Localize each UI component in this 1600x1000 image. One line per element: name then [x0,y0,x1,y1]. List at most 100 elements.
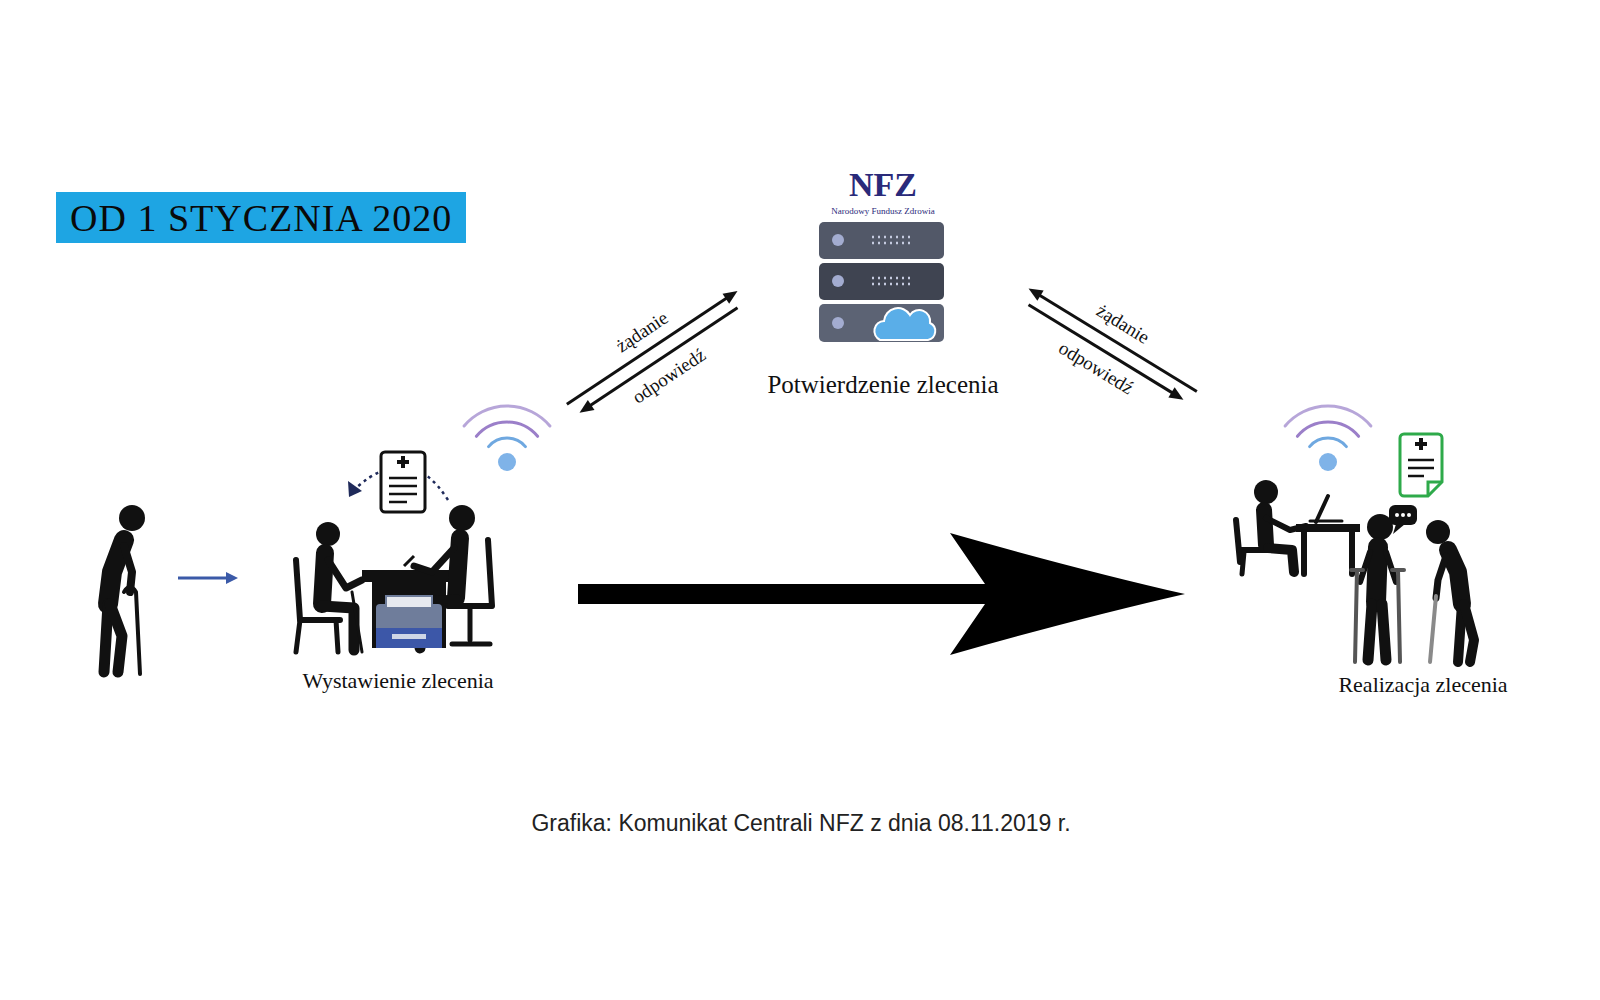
clerk-figure [1268,548,1294,572]
printer [386,596,432,608]
wifi-signal [498,453,516,471]
wifi-signal [1319,453,1337,471]
logo-text: Narodowy Fundusz Zdrowia [831,207,934,217]
patient-figure [328,560,362,588]
crutch-patient-figure [1392,568,1404,572]
confirmed-document [1415,438,1427,450]
doctor-figure [414,548,454,572]
patient-figure [322,553,325,604]
illustration-node: Realizacja zlecenia [1186,393,1514,703]
elderly-patient-figure [1448,550,1462,604]
illustration-node: Wystawienie zlecenia [285,406,577,698]
edge-label: żądanie [610,306,674,359]
clerk-figure [1349,532,1355,574]
nfz-server [819,263,944,300]
doctor-figure [448,540,492,606]
elderly-patient-figure [1430,596,1436,662]
nfz-server [832,234,844,246]
elderly-patient-figure [1426,520,1450,544]
handover-arrow [348,481,362,497]
walk-arrow [226,572,238,584]
confirmed-document [1400,434,1442,496]
speech-bubble [1389,505,1417,525]
crutch-patient-figure [1382,604,1386,660]
crutch-patient-figure [1355,570,1357,662]
wifi-signal [489,438,526,447]
nfz-server [819,222,944,259]
crutch-patient-figure [1367,514,1393,540]
crutch-patient-figure [1351,514,1404,662]
wifi-signal [464,406,550,471]
elderly-man-figure [110,604,122,672]
elderly-patient-figure [1426,520,1474,662]
nfz-server [819,304,944,342]
edge-label: żądanie [1090,298,1154,349]
arrow-head [1168,387,1183,399]
wifi-signal [1310,438,1347,447]
wifi-signal [1285,406,1371,471]
confirmed-document [1428,482,1442,496]
arrow-head [1029,288,1044,300]
nfz-server [819,222,944,342]
clerk-figure [1316,496,1328,522]
printer [376,596,442,648]
logo-text: NFZ [849,166,917,203]
patient-figure [336,620,338,652]
elderly-patient-figure [1436,556,1446,598]
order-document [381,452,425,512]
crutch-patient-figure [1351,568,1363,572]
wifi-signal [1285,406,1371,426]
speech-bubble [1395,513,1399,517]
clerk-figure [1301,532,1307,574]
speech-bubble [1407,513,1411,517]
elderly-man-figure [104,505,145,674]
patient-figure [296,560,340,620]
speech-bubble [1393,524,1405,534]
desk [362,570,454,582]
clerk-figure [1254,480,1278,504]
clerk-figure [1310,520,1342,523]
clerk-figure [1242,552,1244,574]
speech-bubble [1389,505,1417,534]
wifi-signal [476,422,537,436]
wifi-signal [1297,422,1358,436]
doctor-figure [452,642,490,647]
speech-bubble [1401,513,1405,517]
doctor-figure [449,505,475,531]
node-label: Potwierdzenie zlecenia [767,370,998,400]
printer [376,628,442,648]
arrow-head [723,291,738,304]
walk-arrow [178,572,238,584]
patient-figure [296,522,362,652]
elderly-man-figure [124,587,140,674]
elderly-man-figure [104,604,108,672]
crutch-patient-figure [1398,570,1400,662]
node-label: Realizacja zlecenia [1338,672,1507,698]
nfz-server [872,237,912,284]
caption-text: Grafika: Komunikat Centrali NFZ z dnia 0… [531,810,1070,837]
printer [392,634,426,639]
walk-arrow [178,577,228,580]
order-document [397,456,409,468]
confirmed-document [1408,460,1434,476]
elderly-patient-figure [1464,604,1474,662]
arrow-head [579,400,594,413]
elderly-man-figure [119,505,145,531]
order-document [381,452,425,512]
desk [372,582,446,648]
confirmed-document [1400,434,1442,496]
nfz-server [874,308,935,340]
nfz-server [832,275,844,287]
clerk-figure [1236,520,1240,562]
crutch-patient-figure [1386,552,1396,582]
nfz-server [832,317,844,329]
flow-arrow-shape [578,533,1185,655]
crutch-patient-figure [1360,552,1370,582]
patient-figure [352,592,362,652]
crutch-patient-figure [1376,547,1378,602]
node-label: Wystawienie zlecenia [302,668,493,694]
patient-figure [316,522,340,546]
crutch-patient-figure [1368,604,1372,660]
